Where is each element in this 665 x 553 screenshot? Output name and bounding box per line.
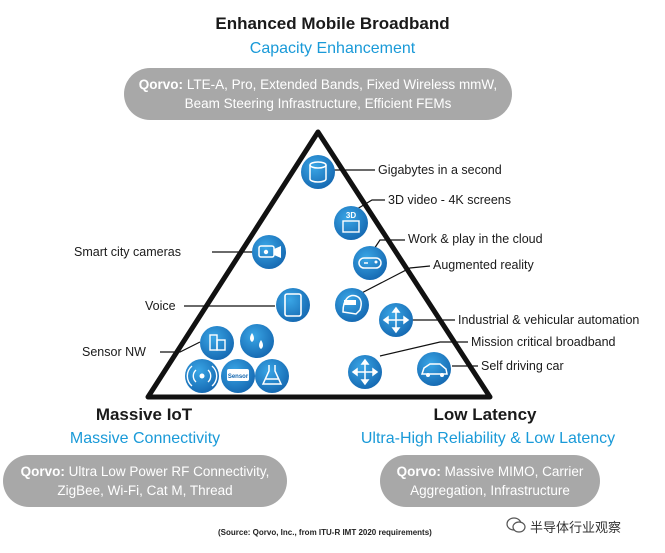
industrial-arrows-icon [379,303,413,337]
left-qorvo-pill: Qorvo: Ultra Low Power RF Connectivity, … [3,455,287,507]
left-pill-line2: ZigBee, Wi-Fi, Cat M, Thread [57,483,233,498]
vr-head-icon [335,288,369,322]
top-subtitle: Capacity Enhancement [249,40,416,57]
triangle-outline [145,129,493,400]
3d-icon-text: 3D [346,211,356,220]
label-augmented-reality: Augmented reality [433,258,534,272]
right-pill-line1: Massive MIMO, Carrier [444,464,584,479]
leader-sensor [160,341,201,353]
sensor-icon-text: Sensor [228,374,249,380]
source-note: (Source: Qorvo, Inc., from ITU-R IMT 202… [218,528,432,537]
car-icon [417,352,451,386]
camera-icon [252,235,286,269]
right-subtitle: Ultra-High Reliability & Low Latency [360,430,616,447]
drops-icon [240,324,274,358]
wechat-icon [506,516,526,534]
mission-arrows-icon [348,355,382,389]
label-smart-city: Smart city cameras [74,245,181,259]
label-gigabytes: Gigabytes in a second [378,163,502,177]
sensor-cluster-icons: Sensor [185,324,289,393]
left-title: Massive IoT [95,405,193,424]
label-self-driving: Self driving car [481,359,564,373]
label-mission-critical: Mission critical broadband [471,335,616,349]
building-icon [200,326,234,360]
wireless-signal-icon [185,359,219,393]
top-title: Enhanced Mobile Broadband [215,14,450,33]
sensor-box-icon: Sensor [221,359,255,393]
leader-mission [379,341,468,357]
watermark: 半导体行业观察 [530,520,622,535]
left-pill-line1: Ultra Low Power RF Connectivity, [68,464,270,479]
top-pill-line2: Beam Steering Infrastructure, Efficient … [184,96,452,111]
top-qorvo-pill: Qorvo: LTE-A, Pro, Extended Bands, Fixed… [124,68,512,120]
label-industrial: Industrial & vehicular automation [458,313,640,327]
top-pill-brand: Qorvo: [138,77,184,92]
right-title: Low Latency [433,405,537,424]
label-work-play: Work & play in the cloud [408,232,543,246]
label-3d-video: 3D video - 4K screens [388,193,511,207]
leader-ar [351,265,431,299]
right-pill-brand: Qorvo: [396,464,441,479]
top-pill-line1: LTE-A, Pro, Extended Bands, Fixed Wirele… [186,77,498,92]
left-subtitle: Massive Connectivity [69,430,221,447]
right-pill-line2: Aggregation, Infrastructure [410,483,570,498]
database-icon [301,155,335,189]
right-qorvo-pill: Qorvo: Massive MIMO, Carrier Aggregation… [380,455,600,507]
label-voice: Voice [145,299,176,313]
3d-screen-icon: 3D [334,206,368,240]
gamepad-icon [353,246,387,280]
label-sensor-nw: Sensor NW [82,345,146,359]
flask-icon [255,359,289,393]
left-pill-brand: Qorvo: [20,464,65,479]
tablet-icon [276,288,310,322]
